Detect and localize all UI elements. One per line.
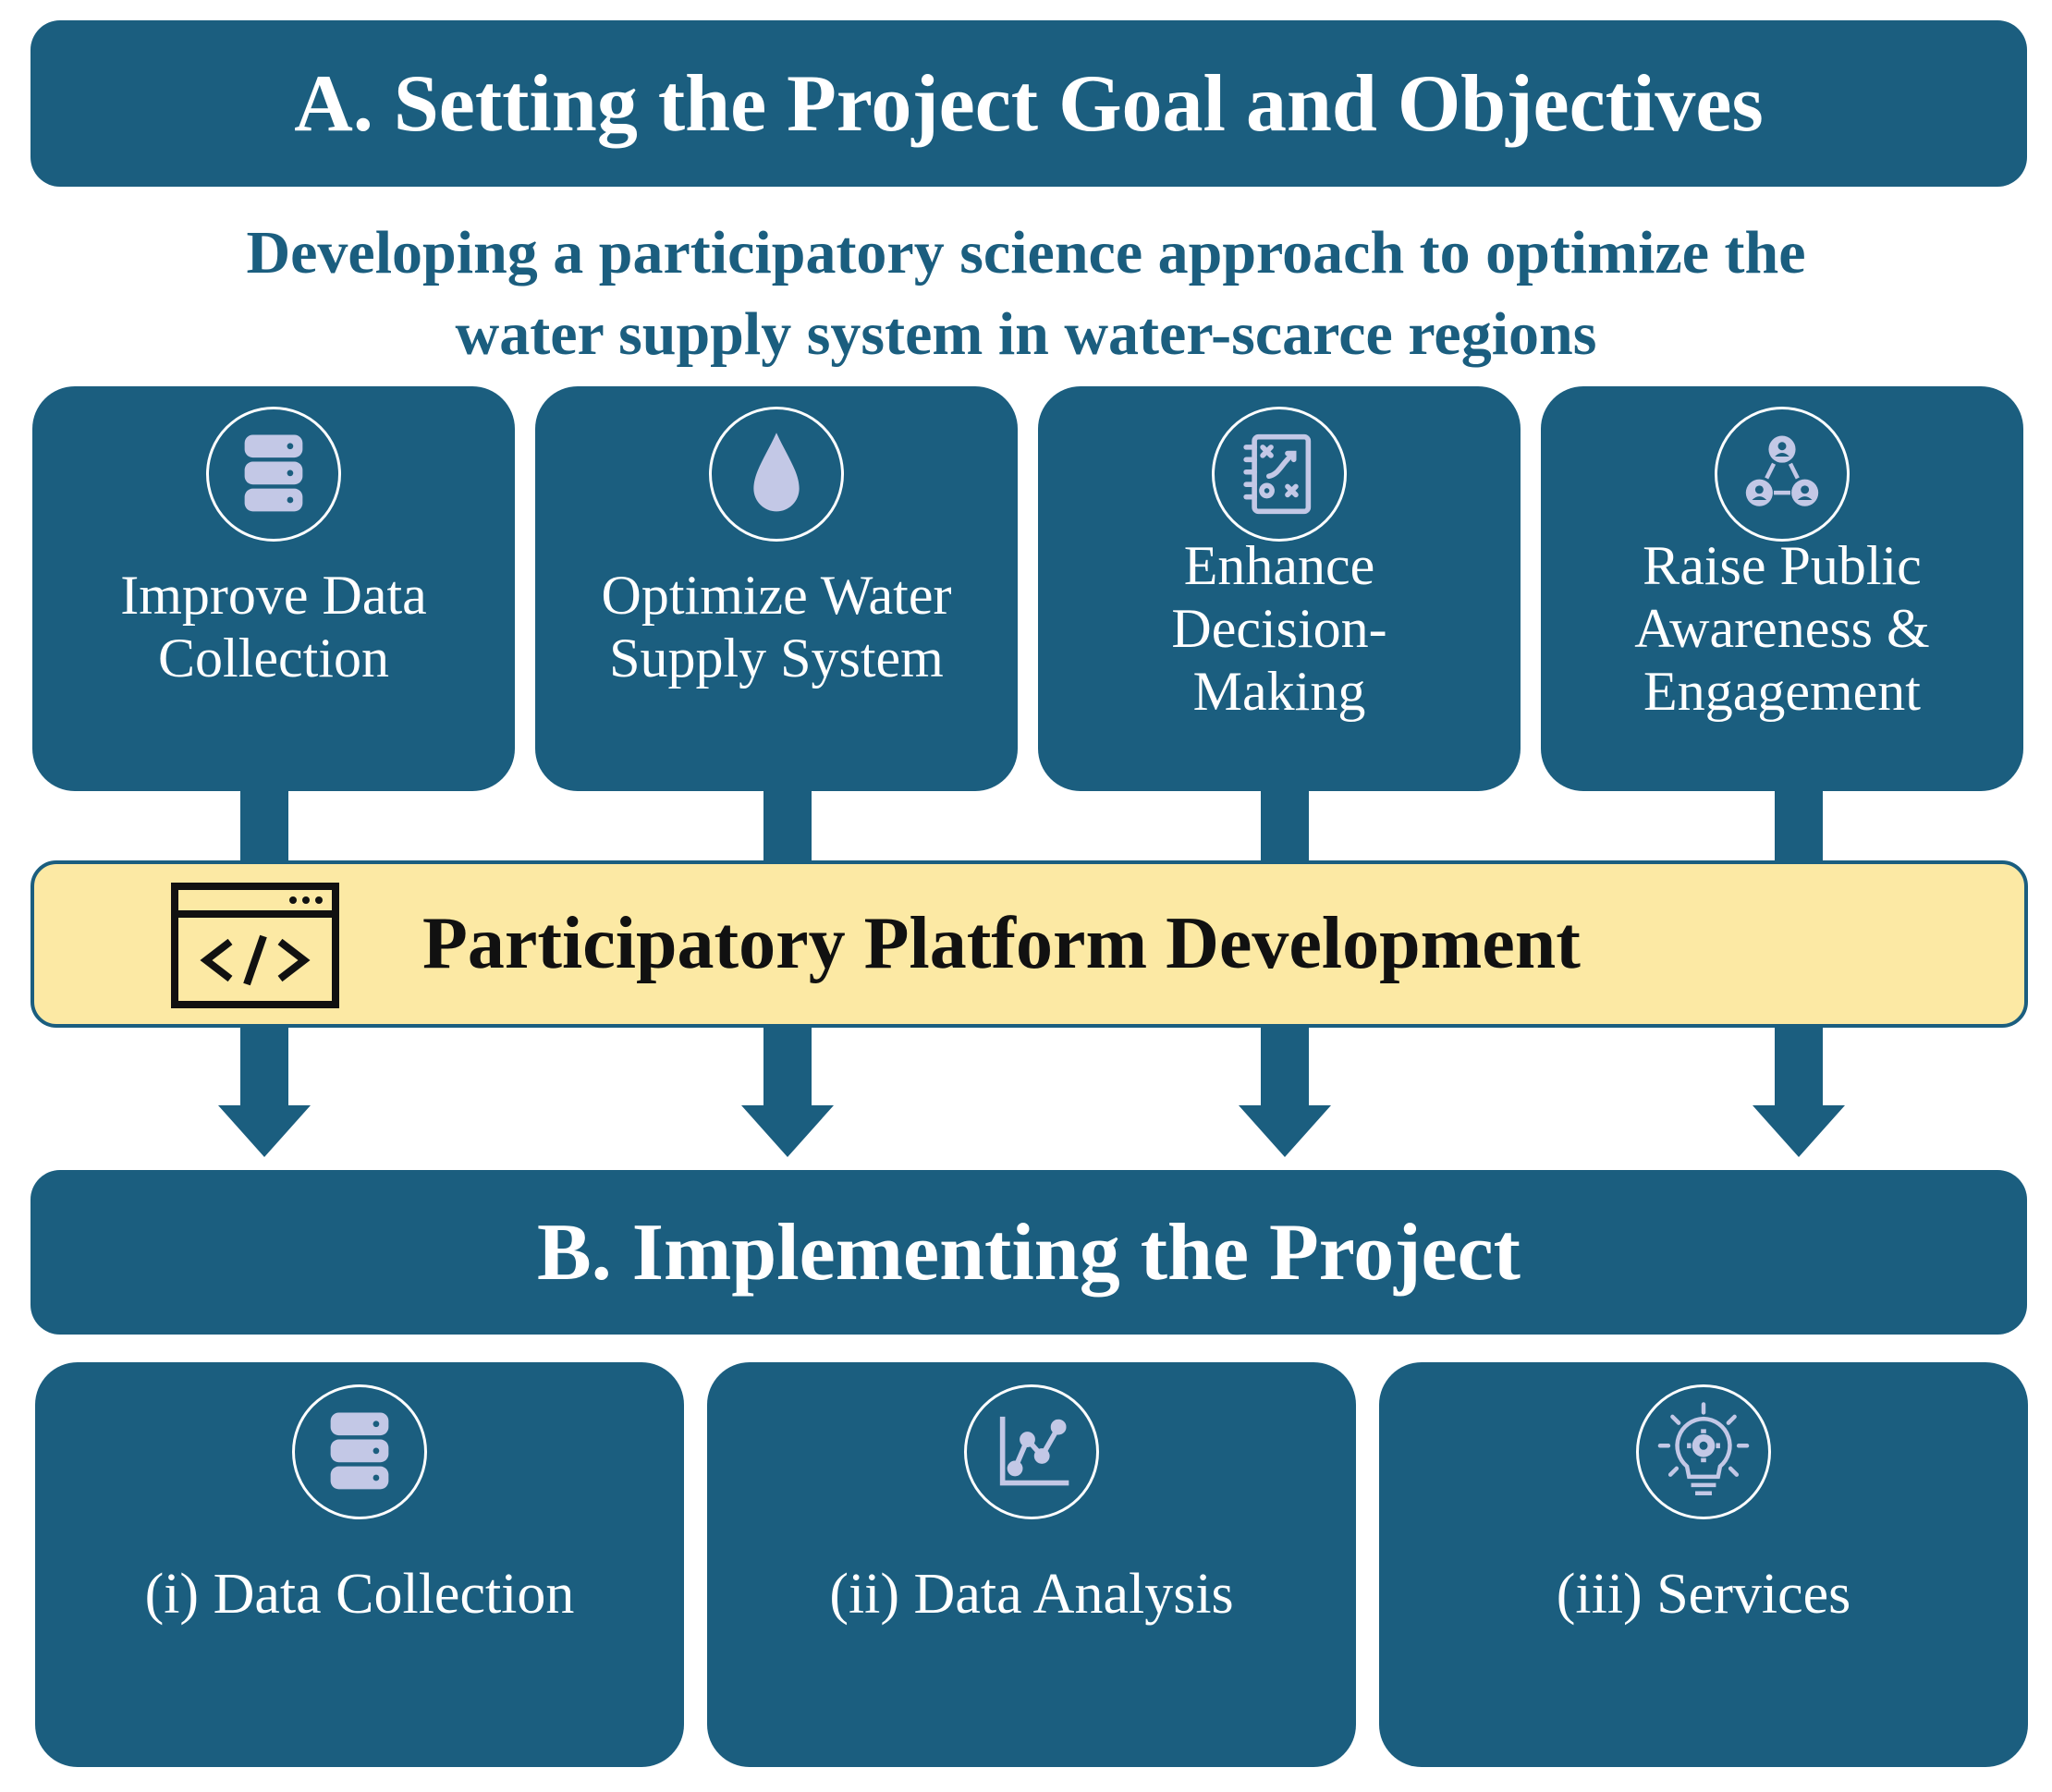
implementation-label: (i) Data Collection	[144, 1563, 575, 1626]
connector-stem	[1775, 791, 1823, 861]
objective-box-water-supply: Optimize Water Supply System	[535, 386, 1018, 791]
lightbulb-gear-icon	[1636, 1384, 1771, 1519]
section-a-title: A. Setting the Project Goal and Objectiv…	[294, 58, 1764, 149]
platform-label: Participatory Platform Development	[422, 903, 1581, 984]
database-icon	[206, 407, 341, 542]
objective-box-data-collection: Improve Data Collection	[32, 386, 515, 791]
goal-line-1: Developing a participatory science appro…	[246, 219, 1806, 286]
water-drop-icon	[709, 407, 844, 542]
platform-bar: Participatory Platform Development	[31, 860, 2028, 1028]
down-arrow	[1753, 1028, 1845, 1157]
implementation-label: (ii) Data Analysis	[829, 1563, 1234, 1626]
strategy-board-icon	[1212, 407, 1347, 542]
connector-stem	[240, 791, 288, 861]
connector-stem	[1261, 791, 1309, 861]
down-arrow	[741, 1028, 834, 1157]
down-arrow	[218, 1028, 311, 1157]
implementation-label: (iii) Services	[1556, 1563, 1851, 1626]
goal-statement: Developing a participatory science appro…	[55, 213, 1997, 375]
down-arrow	[1239, 1028, 1331, 1157]
connector-stem	[763, 791, 812, 861]
code-window-icon	[171, 883, 339, 1008]
goal-line-2: water supply system in water-scarce regi…	[455, 300, 1597, 368]
objective-label: Improve Data Collection	[120, 565, 427, 689]
section-a-banner: A. Setting the Project Goal and Objectiv…	[31, 20, 2027, 187]
objective-label: Raise Public Awareness & Engagement	[1634, 535, 1930, 722]
implementation-box-data-analysis: (ii) Data Analysis	[707, 1362, 1356, 1767]
objective-label: Optimize Water Supply System	[601, 565, 952, 689]
section-b-banner: B. Implementing the Project	[31, 1170, 2027, 1335]
implementation-box-data-collection: (i) Data Collection	[35, 1362, 684, 1767]
objective-label: Enhance Decision- Making	[1171, 535, 1387, 722]
section-b-title: B. Implementing the Project	[537, 1207, 1521, 1298]
implementation-box-services: (iii) Services	[1379, 1362, 2028, 1767]
objective-box-decision-making: Enhance Decision- Making	[1038, 386, 1521, 791]
line-chart-icon	[964, 1384, 1099, 1519]
database-icon	[292, 1384, 427, 1519]
objective-box-public-engagement: Raise Public Awareness & Engagement	[1541, 386, 2023, 791]
community-network-icon	[1715, 407, 1850, 542]
